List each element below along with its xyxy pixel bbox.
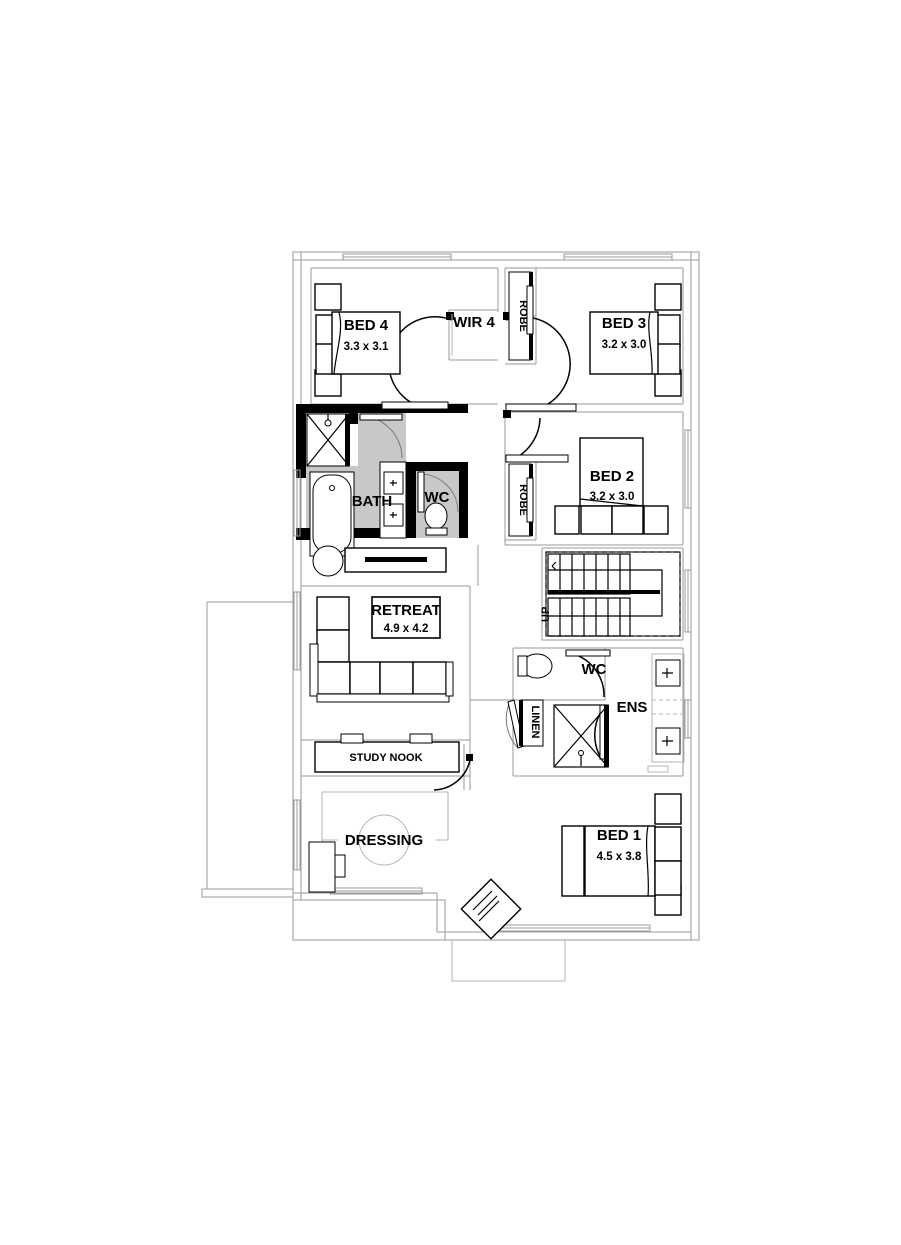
room-label-dressing: DRESSING [345,832,423,849]
window-left-bath [293,469,301,537]
stair-up-label: UP [540,607,552,622]
room-label-study-nook: STUDY NOOK [349,752,422,764]
rotated-furniture-marker [460,878,522,940]
room-label-linen: LINEN [529,706,541,739]
door-wc-lower [565,649,611,698]
window-bed4-top [342,253,452,261]
window-left-retreat [293,591,301,671]
room-dim-bed4: 3.3 x 3.1 [344,341,389,353]
window-left-dressing [293,799,301,871]
window-right-bed2 [684,429,692,509]
wc-lower-fixtures [517,653,553,679]
room-label-bed3: BED 3 [602,315,646,332]
room-dim-bed3: 3.2 x 3.0 [602,339,647,351]
room-label-wc-lower: WC [582,661,607,678]
room-label-robe-top: ROBE [517,300,529,332]
room-label-wc-upper: WC [425,489,450,506]
bed-1-furniture [561,793,682,916]
room-label-bath: BATH [352,493,393,510]
room-label-bed2: BED 2 [590,468,634,485]
bed-4-furniture [314,283,401,397]
linen-cupboard [519,699,544,747]
bath-fixtures [306,413,448,557]
room-label-robe-mid: ROBE [517,484,529,516]
room-label-wir4: WIR 4 [453,314,495,331]
room-label-retreat: RETREAT [371,602,441,619]
room-dim-bed2: 3.2 x 3.0 [590,491,635,503]
robe-mid-rails [508,463,534,537]
dressing-room-furniture [308,791,449,893]
retreat-sofa [309,596,454,703]
room-labels: BED 4 3.3 x 3.1 WIR 4 ROBE BED 3 3.2 x 3… [344,300,648,863]
ens-fixtures [553,653,685,773]
study-nook-desk [314,733,460,773]
window-right-stairs [684,569,692,633]
door-wc-upper [417,471,459,513]
room-dim-retreat: 4.9 x 4.2 [384,623,429,635]
retreat-top-furniture [312,545,447,577]
door-bed2 [503,410,569,463]
room-label-bed1: BED 1 [597,827,641,844]
room-label-ens: ENS [617,699,648,716]
bed-3-furniture [589,283,682,397]
door-dressing [433,754,473,791]
staircase: UP [540,551,681,637]
window-right-ens [684,699,692,739]
room-label-retreat-group: RETREAT 4.9 x 4.2 [371,596,441,639]
room-label-bed4: BED 4 [344,317,389,334]
room-dim-bed1: 4.5 x 3.8 [597,851,642,863]
robe-top-rails [508,271,534,361]
door-bath [359,413,403,459]
window-bed3-top [563,253,673,261]
bed-2-furniture [554,437,669,535]
furniture: UP [306,271,685,940]
